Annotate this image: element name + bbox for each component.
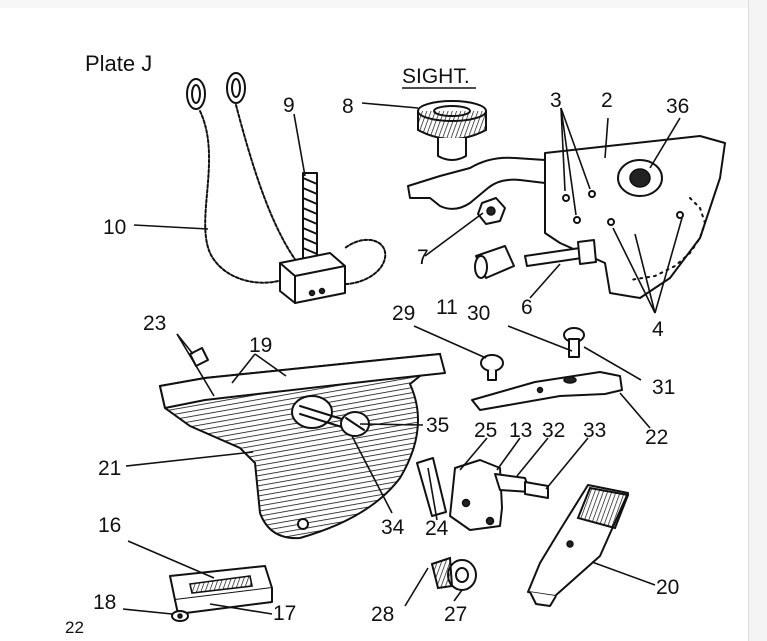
- label-6: 6: [521, 296, 533, 319]
- document-page: Plate J SIGHT.: [0, 8, 748, 641]
- label-20: 20: [656, 576, 679, 599]
- label-3: 3: [550, 89, 562, 112]
- label-4: 4: [652, 318, 664, 341]
- label-24: 24: [425, 517, 449, 540]
- part-2-sight-bracket: [407, 135, 726, 299]
- label-22: 22: [645, 426, 668, 449]
- label-34: 34: [381, 516, 405, 539]
- label-28: 28: [371, 603, 394, 626]
- part-31-screw: [563, 327, 585, 358]
- label-33: 33: [583, 419, 606, 442]
- part-29-knob: [480, 354, 504, 381]
- part-17-block: [169, 565, 273, 615]
- label-23: 23: [143, 312, 166, 335]
- label-19: 19: [249, 334, 272, 357]
- label-31: 31: [652, 376, 675, 399]
- part-8-sight-knob: [417, 100, 487, 161]
- part-6-bolt: [524, 239, 597, 267]
- label-32: 32: [542, 419, 565, 442]
- label-9: 9: [283, 94, 295, 117]
- viewer-right-margin: [748, 0, 767, 641]
- label-7: 7: [417, 246, 429, 269]
- label-36: 36: [666, 95, 689, 118]
- part-18-nut: [171, 610, 189, 622]
- plate-title: Plate J: [85, 51, 152, 76]
- label-2: 2: [601, 89, 613, 112]
- part-11-bush: [474, 245, 515, 279]
- part-23-plug: [189, 347, 209, 367]
- part-20-blade: [527, 484, 630, 607]
- exploded-parts-diagram: Plate J SIGHT.: [65, 51, 726, 637]
- leader-lines: [122, 102, 683, 615]
- part-21-main-casting: [158, 352, 446, 540]
- label-10: 10: [103, 216, 126, 239]
- label-16: 16: [98, 514, 121, 537]
- label-11: 11: [436, 296, 458, 319]
- label-17: 17: [273, 602, 296, 625]
- part-28-spring: [430, 556, 454, 590]
- label-25: 25: [474, 419, 497, 442]
- label-8: 8: [342, 95, 354, 118]
- label-13: 13: [509, 419, 532, 442]
- page-number: 22: [65, 618, 84, 637]
- label-30: 30: [467, 302, 490, 325]
- sight-heading: SIGHT.: [402, 65, 470, 88]
- part-22-lever-plate: [471, 371, 623, 411]
- part-number-labels: 10 9 8 3 2 36 7 11 6 4 23 19 29 30 31 22…: [93, 89, 689, 626]
- label-21: 21: [98, 457, 121, 480]
- part-9-stud-block: [279, 172, 346, 304]
- label-18: 18: [93, 591, 116, 614]
- part-7-nut: [477, 197, 506, 225]
- label-29: 29: [392, 302, 415, 325]
- label-27: 27: [444, 603, 467, 626]
- label-35: 35: [426, 414, 449, 437]
